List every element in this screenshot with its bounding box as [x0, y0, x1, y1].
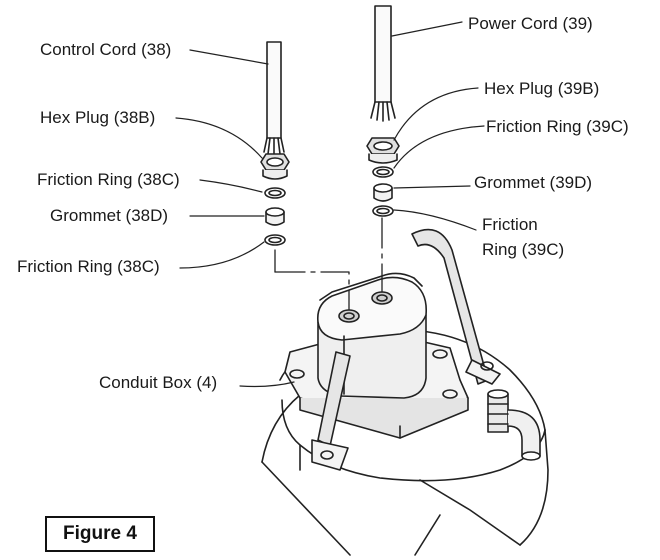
label-friction-ring-39c-bottom-line1: Friction — [482, 215, 538, 234]
label-friction-ring-39c-bottom-line2: Ring (39C) — [482, 240, 565, 259]
box-ports — [338, 291, 393, 323]
label-friction-ring-38c-bottom: Friction Ring (38C) — [17, 257, 160, 276]
control-cord-stack — [260, 41, 290, 246]
label-power-cord: Power Cord (39) — [468, 14, 593, 33]
label-hex-plug-38b: Hex Plug (38B) — [40, 108, 156, 127]
label-conduit-box: Conduit Box (4) — [99, 373, 218, 392]
figure-caption: Figure 4 — [45, 516, 155, 552]
label-grommet-38d: Grommet (38D) — [50, 206, 169, 225]
discharge-elbow — [487, 389, 541, 461]
label-grommet-39d: Grommet (39D) — [474, 173, 593, 192]
lift-handle — [311, 228, 501, 471]
leader-lines — [175, 21, 485, 388]
label-friction-ring-39c-top: Friction Ring (39C) — [486, 117, 629, 136]
label-hex-plug-39b: Hex Plug (39B) — [484, 79, 600, 98]
alignment-lines — [274, 217, 383, 311]
label-control-cord: Control Cord (38) — [40, 40, 172, 59]
label-friction-ring-38c-top: Friction Ring (38C) — [37, 170, 180, 189]
power-cord-stack — [366, 5, 400, 217]
